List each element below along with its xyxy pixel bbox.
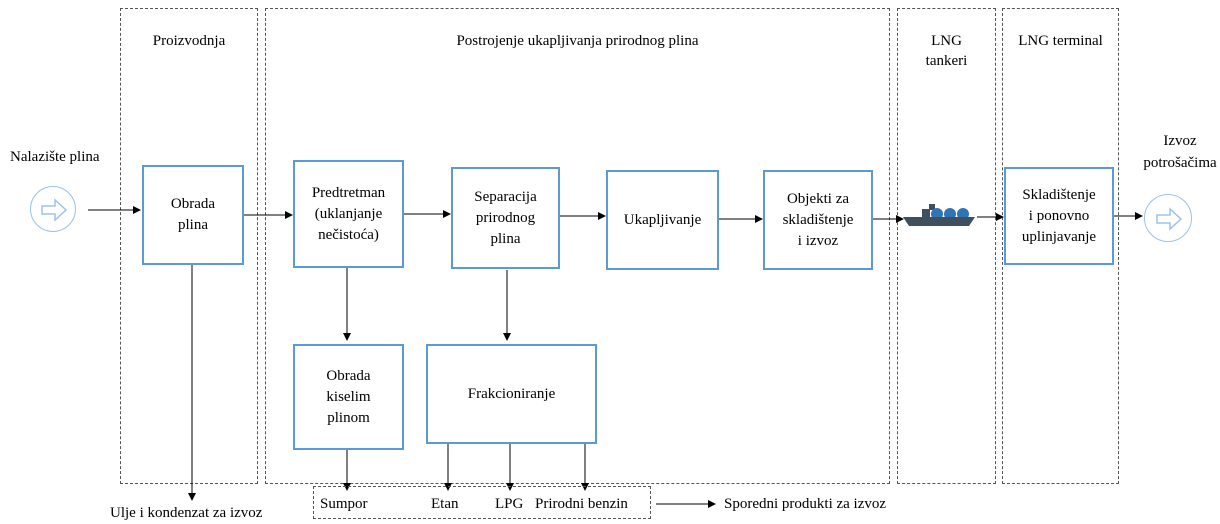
- box-separation-label: Separacija prirodnog plina: [474, 188, 537, 247]
- box-liquefaction-label: Ukapljivanje: [623, 211, 702, 228]
- byproducts-group: Sumpor Etan LPG Prirodni benzin: [313, 486, 651, 519]
- oil-condensate-label: Ulje i kondenzat za izvoz: [110, 505, 263, 521]
- box-storage-export-label: Objekti za skladištenje i izvoz: [782, 190, 854, 249]
- lng-tanker-ship-icon: [903, 204, 975, 226]
- gas-field-label: Nalazište plina: [10, 149, 100, 165]
- box-fractionation: Frakcioniranje: [426, 344, 597, 444]
- byproducts-export-label: Sporedni produkti za izvoz: [724, 496, 887, 512]
- byproduct-lpg: LPG: [495, 496, 524, 512]
- region-liquefaction-plant: Postrojenje ukapljivanja prirodnog plina: [265, 8, 890, 484]
- region-terminal-title: LNG terminal: [1018, 33, 1103, 49]
- box-pretreatment: Predtretman (uklanjanje nečistoća): [293, 160, 404, 268]
- box-storage-regas-label: Skladištenje i ponovno uplinjavanje: [1021, 186, 1097, 245]
- circle-arrow-right-icon: [41, 198, 68, 222]
- region-plant-title: Postrojenje ukapljivanja prirodnog plina: [456, 33, 699, 49]
- byproduct-ethane: Etan: [431, 496, 459, 512]
- byproduct-natural-gasoline: Prirodni benzin: [535, 496, 628, 512]
- region-lng-tankers: LNG tankeri: [897, 8, 996, 484]
- byproduct-sulfur: Sumpor: [320, 496, 368, 512]
- input-circle-arrow: [30, 186, 76, 232]
- region-lng-terminal: LNG terminal: [1002, 8, 1119, 484]
- box-acid-gas-treatment: Obrada kiselim plinom: [293, 344, 404, 450]
- box-gas-processing: Obrada plina: [142, 165, 244, 265]
- box-pretreatment-label: Predtretman (uklanjanje nečistoća): [311, 184, 386, 243]
- box-liquefaction: Ukapljivanje: [606, 170, 719, 270]
- export-consumers-label: Izvoz potrošačima: [1143, 133, 1217, 171]
- box-gas-processing-label: Obrada plina: [170, 196, 216, 233]
- box-fractionation-label: Frakcioniranje: [467, 385, 556, 402]
- box-storage-export: Objekti za skladištenje i izvoz: [763, 170, 873, 270]
- circle-arrow-right-icon: [1156, 207, 1183, 231]
- box-separation: Separacija prirodnog plina: [451, 167, 560, 269]
- region-tankers-title: LNG tankeri: [925, 33, 968, 69]
- output-circle-arrow: [1144, 194, 1192, 242]
- region-production: Proizvodnja: [120, 8, 258, 484]
- box-storage-regasification: Skladištenje i ponovno uplinjavanje: [1004, 167, 1114, 265]
- region-production-title: Proizvodnja: [152, 33, 226, 49]
- box-acid-gas-label: Obrada kiselim plinom: [326, 367, 371, 426]
